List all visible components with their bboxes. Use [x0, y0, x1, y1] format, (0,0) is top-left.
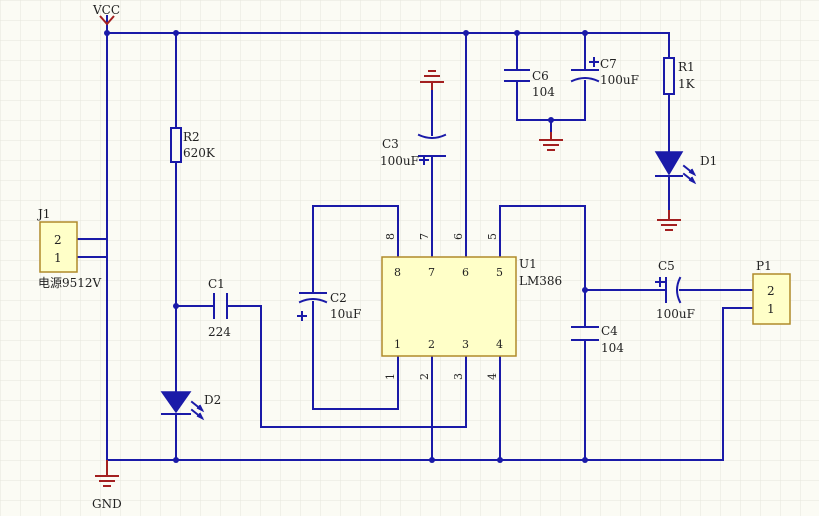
u1-pin-2-outer: 2 — [418, 373, 431, 380]
p1-ref: P1 — [756, 259, 772, 273]
c1-ref: C1 — [208, 277, 225, 291]
u1-pin-7-inner: 7 — [428, 266, 435, 279]
vcc-label: VCC — [92, 3, 120, 17]
u1-pin-6-outer: 6 — [452, 233, 465, 240]
u1-pin-4-inner: 4 — [496, 338, 503, 351]
j1-pin-2: 2 — [54, 233, 62, 247]
ground-symbol-c6-c7 — [539, 132, 563, 151]
u1-pin-3-outer: 3 — [452, 373, 465, 380]
resistor-r2: R2 620K — [170, 127, 216, 163]
capacitor-c6: C6 104 — [504, 69, 555, 99]
c7-ref: C7 — [600, 57, 617, 71]
led-d1: D1 — [654, 151, 717, 185]
r1-ref: R1 — [678, 60, 695, 74]
u1-part: LM386 — [519, 274, 562, 288]
u1-pin-6-inner: 6 — [462, 266, 469, 279]
r2-ref: R2 — [183, 130, 200, 144]
c2-value: 10uF — [330, 307, 361, 321]
ic-u1-lm386: U1 LM386 8 7 6 5 1 2 3 4 8 7 6 5 1 2 3 4 — [381, 233, 562, 380]
capacitor-c3: C3 100uF — [380, 133, 447, 168]
c6-value: 104 — [532, 85, 555, 99]
j1-value: 电源9512V — [38, 276, 102, 290]
c4-value: 104 — [601, 341, 624, 355]
u1-pin-4-outer: 4 — [486, 373, 499, 380]
vcc-symbol: VCC — [92, 3, 120, 26]
connector-p1: P1 2 1 — [752, 259, 791, 325]
resistor-r1: R1 1K — [663, 57, 696, 95]
c6-ref: C6 — [532, 69, 549, 83]
ground-symbol-c3 — [420, 70, 444, 90]
gnd-label: GND — [92, 497, 122, 511]
p1-pin-2: 2 — [767, 284, 775, 298]
wires — [76, 15, 754, 461]
u1-pin-8-outer: 8 — [384, 233, 397, 240]
capacitor-c1: C1 224 — [208, 277, 231, 339]
d2-ref: D2 — [204, 393, 221, 407]
u1-pin-2-inner: 2 — [428, 338, 435, 351]
led-d2: D2 — [160, 391, 221, 421]
c5-value: 100uF — [656, 307, 695, 321]
capacitor-c5: C5 100uF — [655, 259, 695, 321]
c4-ref: C4 — [601, 324, 618, 338]
u1-pin-8-inner: 8 — [394, 266, 401, 279]
c3-ref: C3 — [382, 137, 399, 151]
j1-pin-1: 1 — [54, 251, 62, 265]
u1-pin-1-outer: 1 — [384, 373, 397, 380]
j1-ref: J1 — [36, 207, 50, 221]
c5-ref: C5 — [658, 259, 675, 273]
c2-ref: C2 — [330, 291, 347, 305]
c7-value: 100uF — [600, 73, 639, 87]
u1-pin-5-inner: 5 — [496, 266, 503, 279]
d1-ref: D1 — [700, 154, 717, 168]
u1-pin-7-outer: 7 — [418, 233, 431, 240]
capacitor-c7: C7 100uF — [570, 57, 639, 87]
gnd-symbol: GND — [92, 460, 122, 511]
u1-pin-3-inner: 3 — [462, 338, 469, 351]
ground-symbol-d1 — [657, 210, 681, 231]
c3-value: 100uF — [380, 154, 419, 168]
junctions — [104, 30, 588, 463]
r2-value: 620K — [183, 146, 216, 160]
c1-value: 224 — [208, 325, 231, 339]
u1-ref: U1 — [519, 257, 537, 271]
capacitor-c2: C2 10uF — [297, 291, 361, 321]
p1-pin-1: 1 — [767, 302, 775, 316]
u1-pin-5-outer: 5 — [486, 233, 499, 240]
connector-j1: J1 2 1 电源9512V — [36, 207, 102, 290]
r1-value: 1K — [678, 77, 696, 91]
u1-pin-1-inner: 1 — [394, 338, 401, 351]
capacitor-c4: C4 104 — [571, 324, 624, 355]
